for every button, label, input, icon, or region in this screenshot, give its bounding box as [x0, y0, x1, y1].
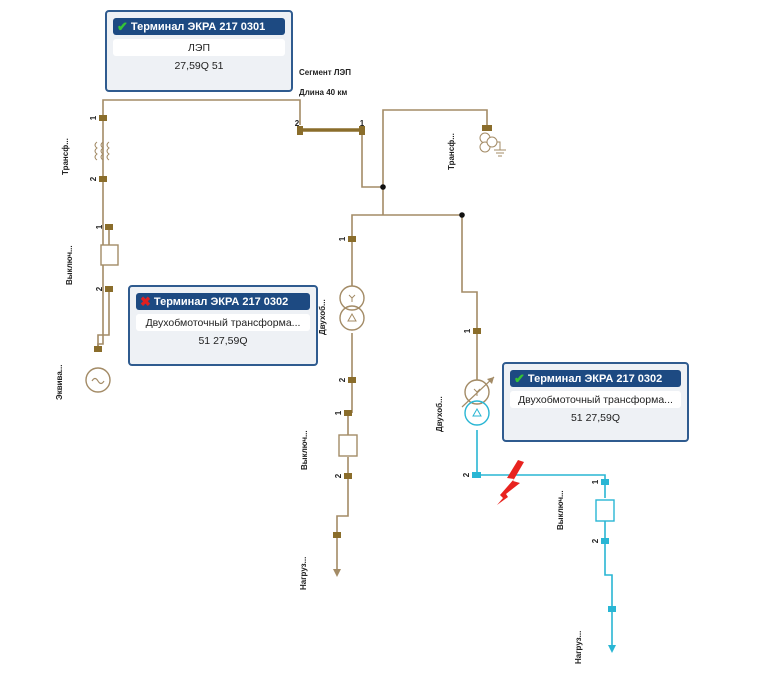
terminal-card[interactable]: ✔ Терминал ЭКРА 217 0302 Двухобмоточный … [502, 362, 689, 442]
wire-mid-bus[interactable] [351, 214, 462, 239]
breaker-mid-icon[interactable] [338, 434, 358, 457]
pin-label: 1 [338, 236, 347, 241]
energized-pins [472, 472, 616, 612]
pin-line-1[interactable] [359, 126, 365, 135]
terminal-card[interactable]: ✔ Терминал ЭКРА 217 0301 ЛЭП 27,59Q 51 [105, 10, 293, 92]
pin-load-right[interactable] [608, 606, 616, 612]
label-transformer-mid: Двухоб... [318, 299, 327, 335]
terminal-card[interactable]: ✖ Терминал ЭКРА 217 0302 Двухобмоточный … [128, 285, 318, 366]
current-transformer-left[interactable] [94, 141, 110, 161]
pin-ct-left-2[interactable] [99, 176, 107, 182]
pin-breaker-mid-1[interactable] [344, 410, 352, 416]
wire-energized-right-feeder[interactable] [604, 482, 613, 648]
breaker-right-icon[interactable] [595, 499, 615, 522]
pin-label: 2 [295, 119, 300, 128]
line-segment-name: Сегмент ЛЭП [299, 68, 351, 77]
terminal-card-header: ✔ Терминал ЭКРА 217 0302 [510, 370, 681, 387]
pin-label: 1 [360, 119, 365, 128]
pin-breaker-mid-2[interactable] [344, 473, 352, 479]
terminal-card-header: ✔ Терминал ЭКРА 217 0301 [113, 18, 285, 35]
pin-breaker-right-1[interactable] [601, 479, 609, 485]
terminal-element: Двухобмоточный трансформа... [136, 314, 310, 331]
breaker-left-icon[interactable] [100, 244, 119, 266]
fault-lightning-icon[interactable] [497, 460, 524, 505]
wire-energized-secondary[interactable] [476, 430, 606, 482]
pin-line-2[interactable] [297, 126, 303, 135]
terminal-values: 51 27,59Q [198, 335, 248, 347]
pin-label: 2 [89, 176, 98, 181]
label-ct-left: Трансф... [61, 138, 70, 175]
load-arrow-right-icon [608, 645, 616, 653]
pin-vt[interactable] [482, 125, 492, 131]
cross-icon: ✖ [140, 294, 151, 309]
wires [97, 99, 488, 572]
check-icon: ✔ [514, 371, 525, 386]
wire-left-feeder[interactable] [97, 118, 104, 349]
line-segment-length: Длина 40 км [299, 88, 347, 97]
label-breaker-left: Выключ... [65, 245, 74, 285]
terminal-title: Терминал ЭКРА 217 0301 [130, 20, 266, 33]
label-vt: Трансф... [447, 133, 456, 170]
pin-transformer-mid-1[interactable] [348, 236, 356, 242]
tap-changer-arrow-icon [461, 376, 495, 408]
pin-label: 1 [95, 224, 104, 229]
check-icon: ✔ [117, 19, 128, 34]
source-generator-icon[interactable] [85, 367, 111, 393]
label-breaker-right: Выключ... [556, 490, 565, 530]
voltage-transformer-icon[interactable] [479, 132, 506, 157]
label-load-mid: Нагруз... [299, 557, 308, 590]
pin-breaker-left-2[interactable] [105, 286, 113, 292]
pin-source[interactable] [94, 346, 102, 352]
label-load-right: Нагруз... [574, 631, 583, 664]
pin-label: 2 [462, 472, 471, 477]
ct-coil-icon [100, 141, 104, 161]
pin-label: 2 [338, 377, 347, 382]
pin-transformer-right-2[interactable] [472, 472, 481, 478]
energized-wires [476, 430, 613, 648]
pin-transformer-mid-2[interactable] [348, 377, 356, 383]
pin-label: 1 [89, 115, 98, 120]
pin-ct-left-1[interactable] [99, 115, 107, 121]
pin-label: 1 [591, 479, 600, 484]
terminal-values: 27,59Q 51 [174, 60, 224, 72]
wire-mid-lower[interactable] [336, 380, 353, 572]
pin-label: 2 [334, 473, 343, 478]
pins [94, 115, 492, 538]
pin-label: 1 [463, 328, 472, 333]
wire-top-bus[interactable] [102, 99, 301, 125]
terminal-card-header: ✖ Терминал ЭКРА 217 0302 [136, 293, 310, 310]
label-source: Эквива... [55, 365, 64, 400]
terminal-title: Терминал ЭКРА 217 0302 [153, 295, 289, 308]
terminal-values: 51 27,59Q [570, 412, 621, 424]
pin-label: 2 [591, 538, 600, 543]
label-transformer-right: Двухоб... [435, 396, 444, 432]
ct-coil-icon [106, 141, 110, 161]
pin-transformer-right-1[interactable] [473, 328, 481, 334]
wire-right-upper[interactable] [461, 215, 478, 380]
transformer-mid-icon[interactable] [339, 285, 365, 331]
pin-breaker-left-1[interactable] [105, 224, 113, 230]
wire-line-right[interactable] [361, 125, 383, 188]
label-breaker-mid: Выключ... [300, 430, 309, 470]
junction-dot [459, 212, 465, 218]
terminal-element: ЛЭП [113, 39, 285, 56]
terminal-element: Двухобмоточный трансформа... [510, 391, 681, 408]
terminal-title: Терминал ЭКРА 217 0302 [527, 372, 663, 385]
pin-breaker-right-2[interactable] [601, 538, 609, 544]
load-arrow-mid-icon [333, 569, 341, 577]
pin-label: 1 [334, 410, 343, 415]
ct-coil-icon [94, 141, 98, 161]
transformer-right-icon[interactable] [461, 376, 495, 426]
wire-vt-branch[interactable] [382, 109, 488, 187]
pin-load-mid[interactable] [333, 532, 341, 538]
junction-dot [380, 184, 386, 190]
pin-label: 2 [95, 286, 104, 291]
